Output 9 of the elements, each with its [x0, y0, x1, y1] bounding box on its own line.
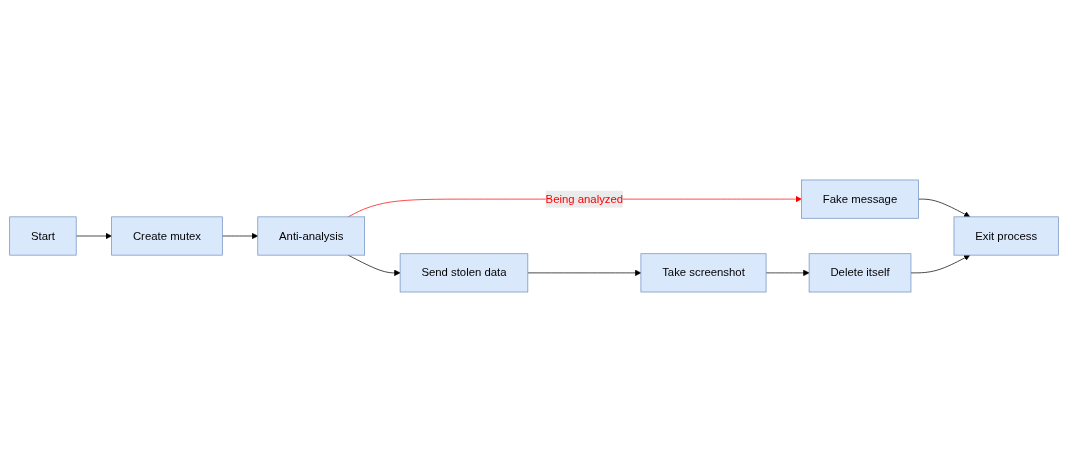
node-box: Take screenshot: [640, 253, 767, 293]
edge-label: Being analyzed: [545, 192, 624, 205]
node-box: Start: [9, 216, 77, 256]
node-box: Send stolen data: [399, 253, 529, 293]
node-box: Anti-analysis: [257, 216, 365, 256]
node-box: Create mutex: [111, 216, 223, 256]
node-box: Delete itself: [808, 253, 912, 293]
node-box: Exit process: [953, 216, 1059, 256]
node-box: Fake message: [801, 179, 919, 219]
